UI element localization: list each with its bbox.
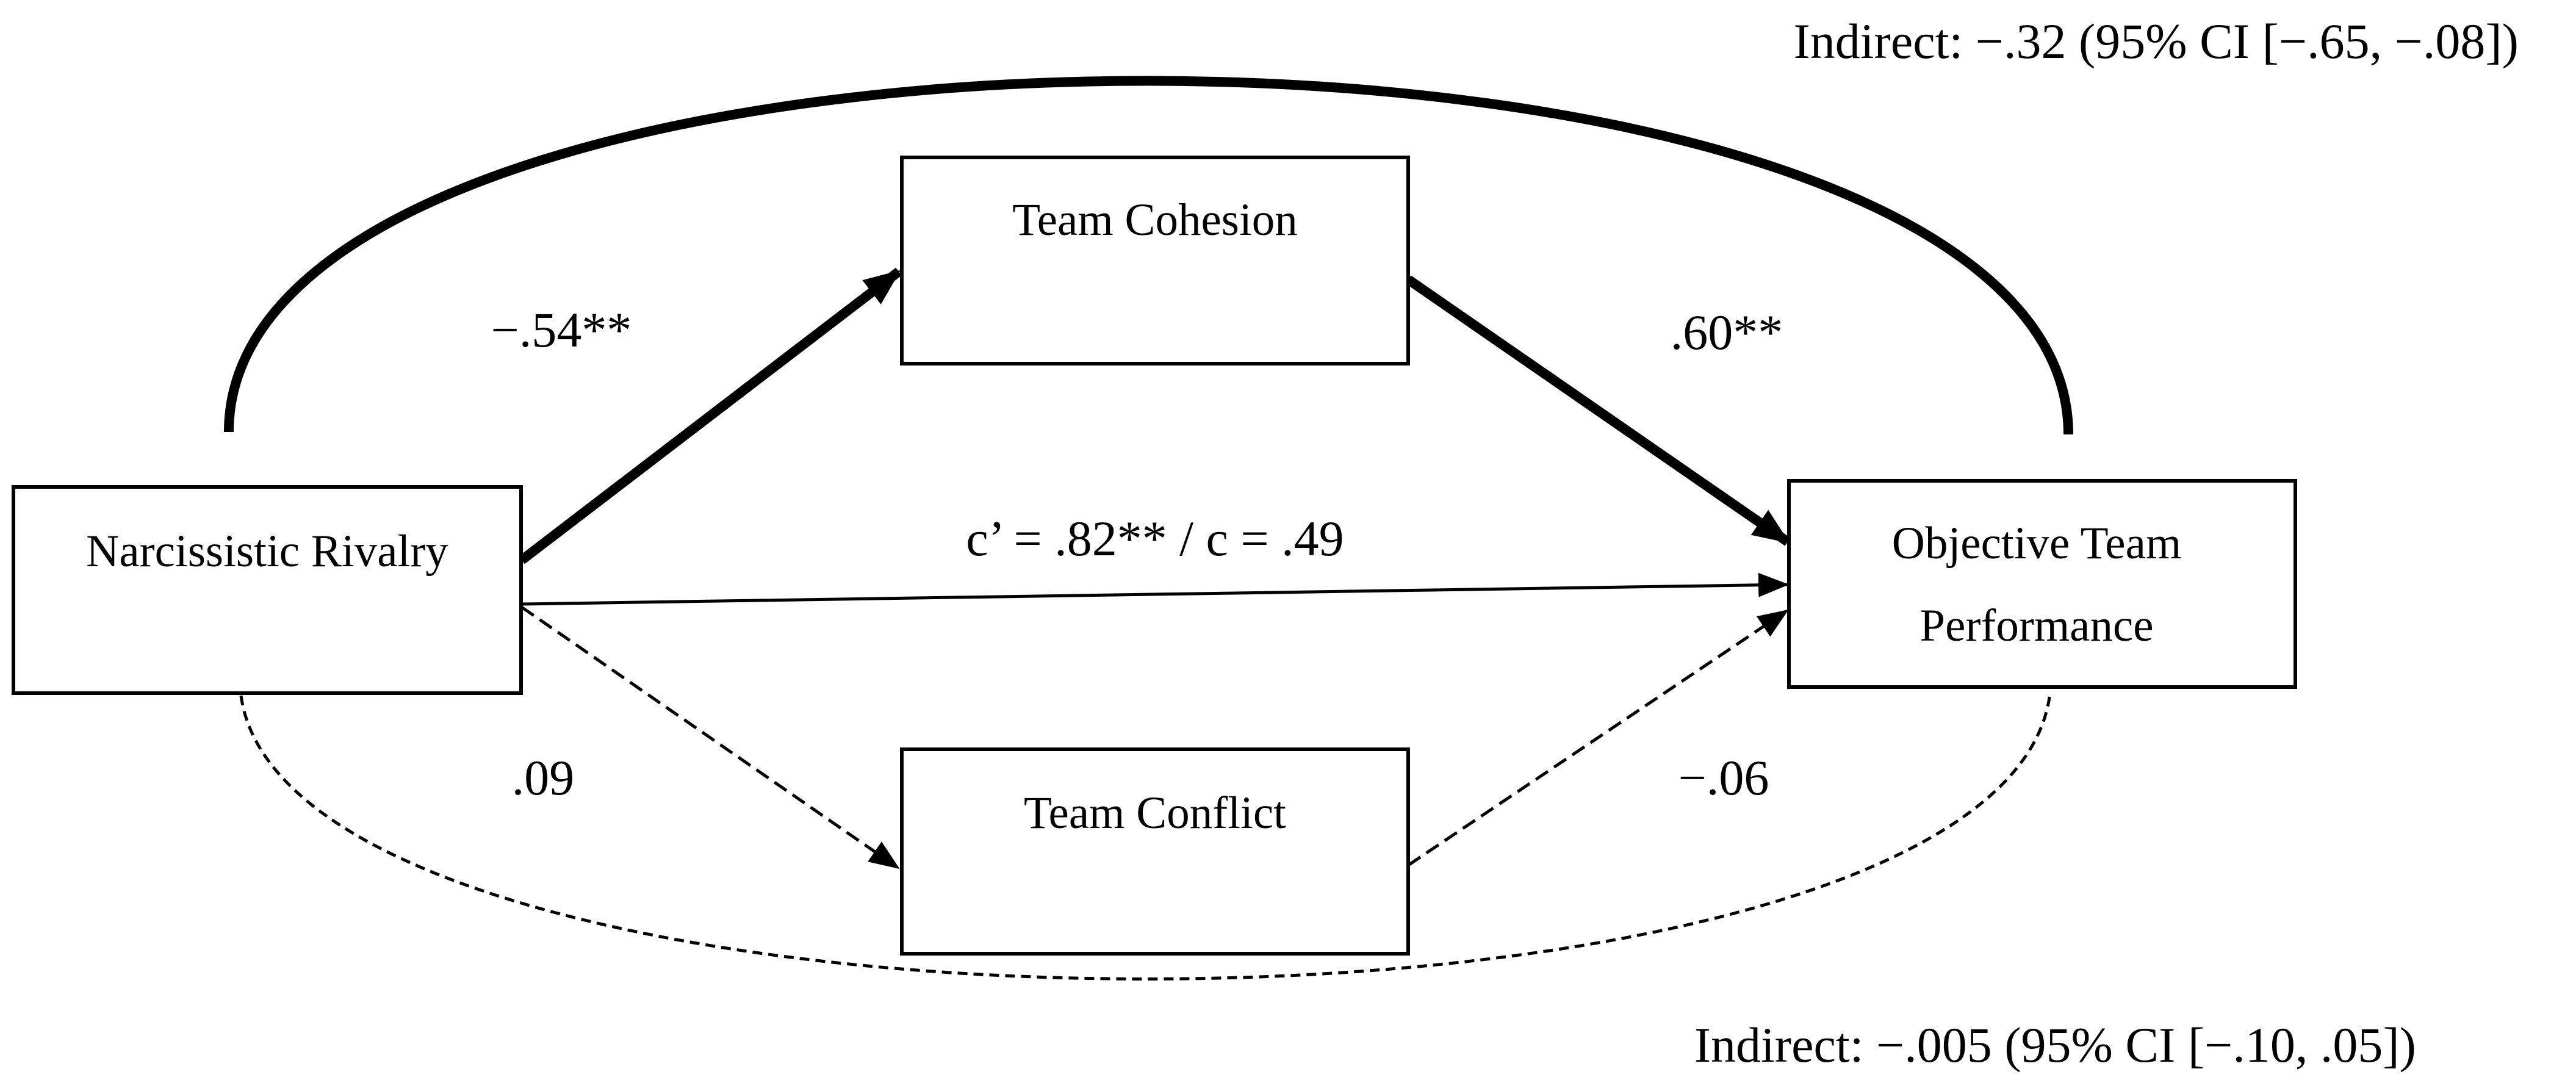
coef-b1: .60** <box>1671 304 1783 360</box>
node-predictor-box <box>12 485 523 695</box>
indirect-effect-conflict: Indirect: −.005 (95% CI [−.10, .05]) <box>1694 1017 2416 1073</box>
node-mediator-2-label: Team Conflict <box>1024 788 1286 838</box>
node-mediator-2-box <box>900 747 1410 956</box>
node-predictor-label: Narcissistic Rivalry <box>86 526 448 577</box>
node-outcome-label-line-2: Performance <box>1919 600 2153 651</box>
coef-a1: −.54** <box>491 302 632 358</box>
indirect-arc-conflict <box>239 692 2052 981</box>
node-mediator-1-box <box>900 156 1410 365</box>
path-a1-arrow <box>519 267 902 564</box>
coef-a2: .09 <box>512 750 575 805</box>
node-mediator-1-label: Team Cohesion <box>1012 195 1298 245</box>
path-direct-arrow <box>521 572 1789 606</box>
node-outcome-label-line-1: Objective Team <box>1892 518 2181 569</box>
indirect-arc-cohesion <box>224 76 2073 435</box>
coef-b2: −.06 <box>1678 750 1769 805</box>
path-b2-arrow <box>1407 608 1789 867</box>
path-b1-arrow <box>1405 275 1791 546</box>
node-outcome-box <box>1787 479 2297 689</box>
indirect-effect-cohesion: Indirect: −.32 (95% CI [−.65, −.08]) <box>1793 13 2519 69</box>
path-a2-arrow <box>520 605 900 870</box>
coef-direct: c’ = .82** / c = .49 <box>966 511 1344 566</box>
